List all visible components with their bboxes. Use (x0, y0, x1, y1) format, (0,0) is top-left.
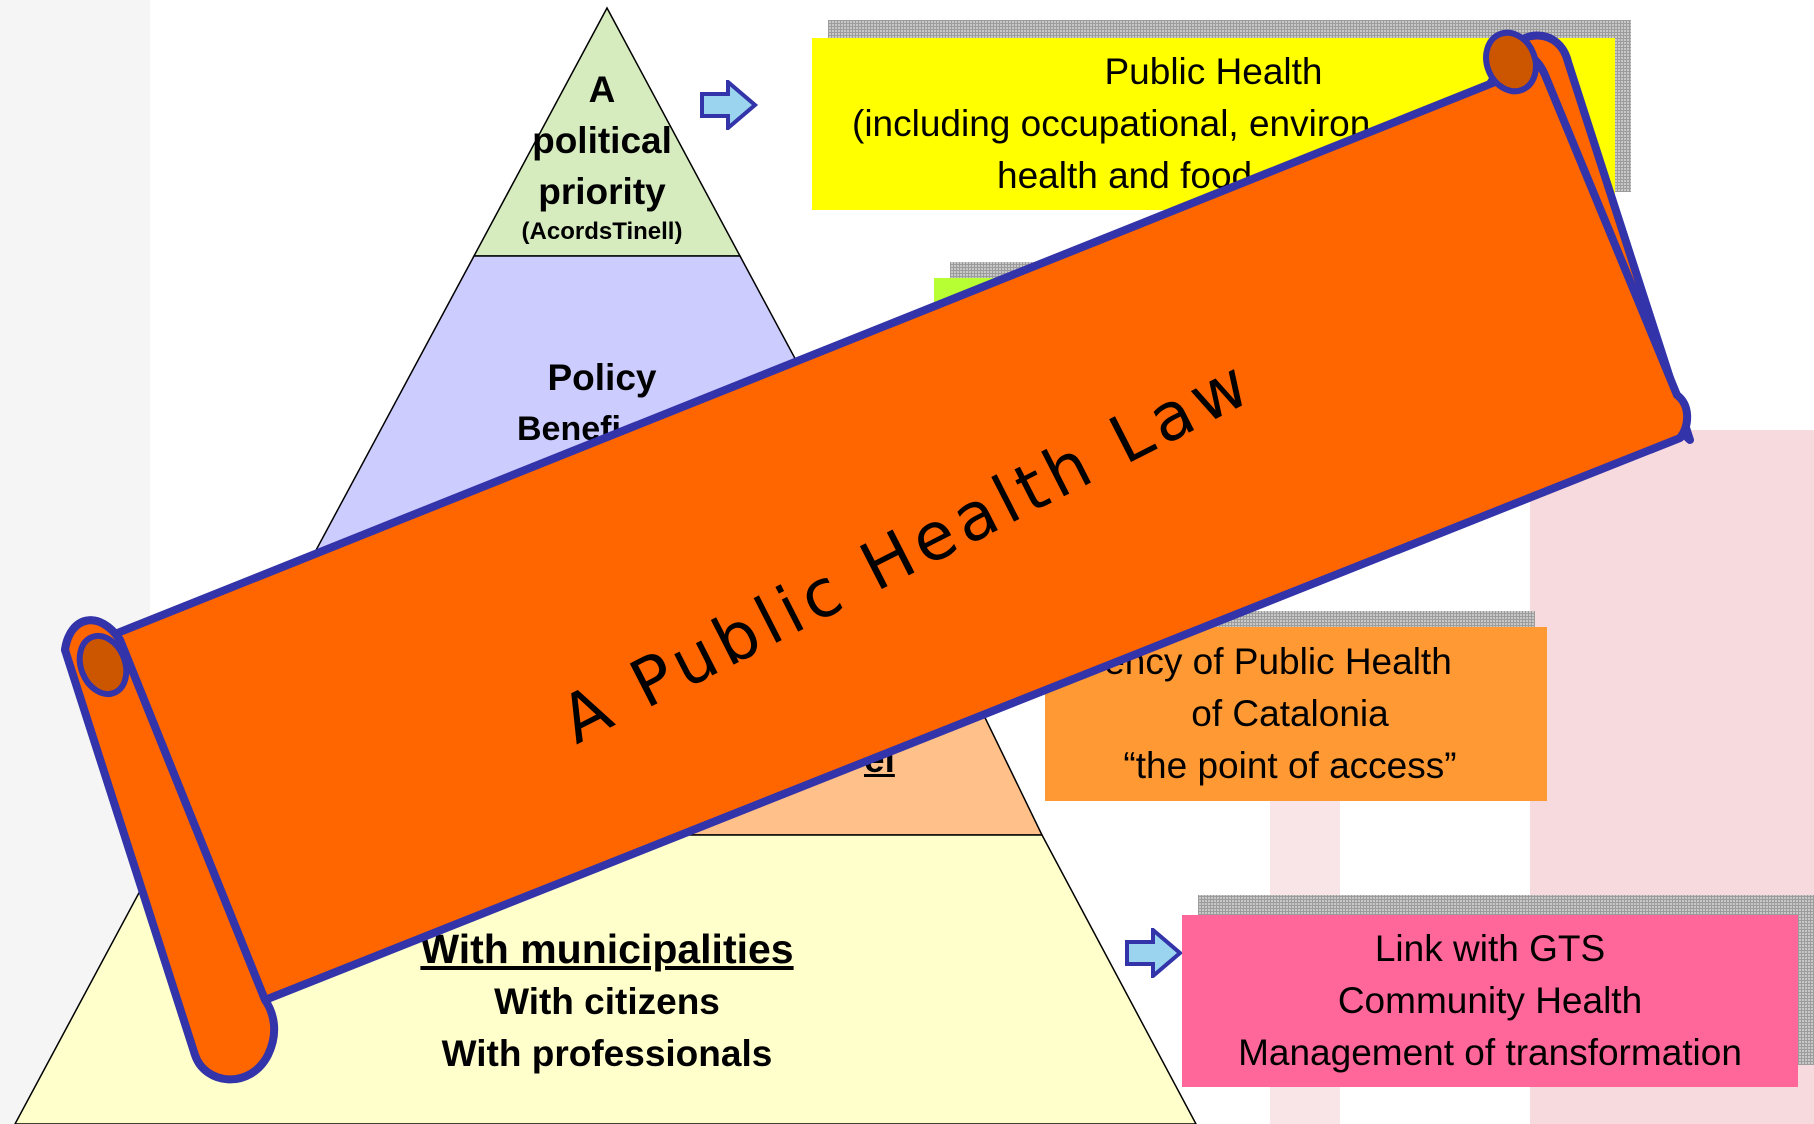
public-health-line3-text: health and food (997, 155, 1253, 196)
tier1-line1: A (588, 69, 616, 110)
link-box: Link with GTS Community Health Managemen… (1182, 915, 1798, 1087)
tier1-label: A political priority (AcordsTinell) (470, 64, 734, 247)
tier4-professionals: With professionals (441, 1033, 773, 1074)
arrow-right-icon (700, 80, 759, 130)
tier2-label: Policy (470, 352, 734, 403)
agency-line3: “the point of access” (1123, 745, 1457, 786)
public-health-line3: health and food (812, 150, 1615, 202)
public-health-line2-text: (including occupational, environ (852, 103, 1371, 144)
link-line3: Management of transformation (1238, 1032, 1742, 1073)
link-line1: Link with GTS (1374, 928, 1606, 969)
public-health-line1: Public Health (1104, 51, 1323, 92)
tier1-line2: political (532, 120, 672, 161)
banner-left-roll (61, 616, 279, 1084)
tier4-label: With municipalities With citizens With p… (307, 922, 907, 1080)
tier2-line1: Policy (547, 357, 657, 398)
tier1-sub: (AcordsTinell) (521, 218, 683, 245)
arrow-right-icon (1125, 928, 1184, 978)
tier4-citizens: With citizens (494, 981, 720, 1022)
agency-line2: of Catalonia (1191, 693, 1389, 734)
banner-left-curl-end (76, 632, 130, 698)
tier1-line3: priority (538, 171, 666, 212)
public-health-line2: (including occupational, environ l (812, 98, 1615, 150)
banner-right-curl-end (1483, 29, 1539, 95)
tier4-municipalities: With municipalities (420, 926, 794, 972)
link-line2: Community Health (1337, 980, 1643, 1021)
